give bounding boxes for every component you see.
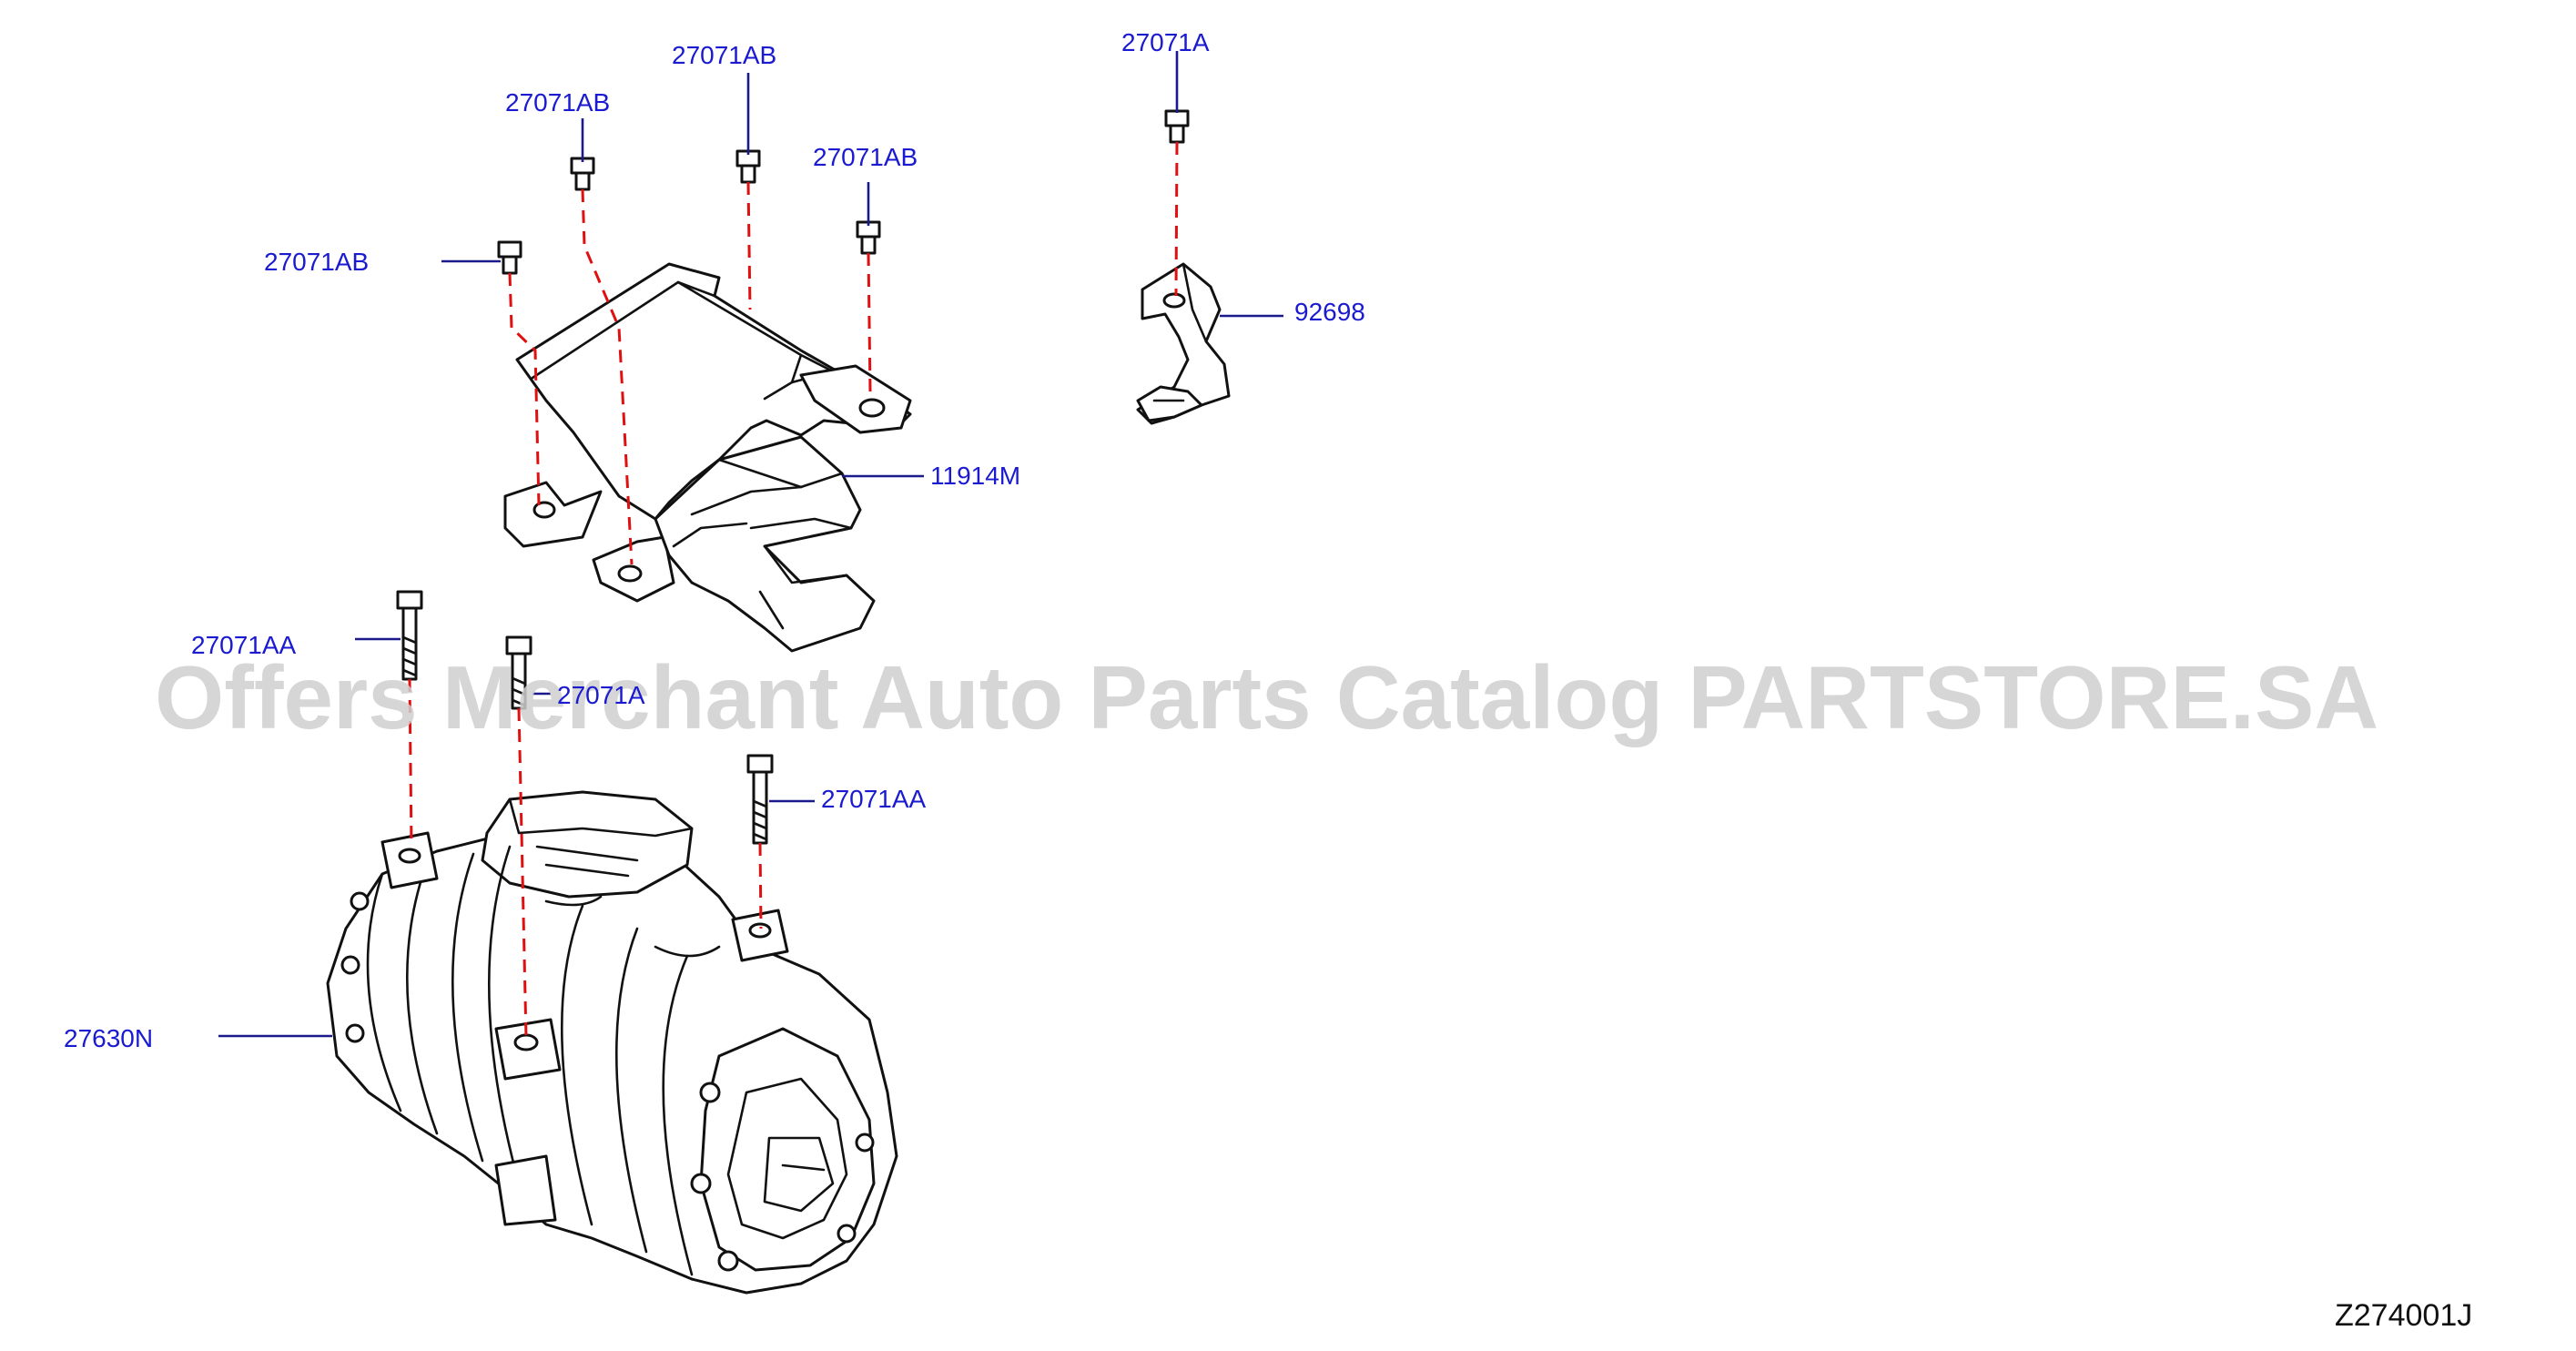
callout-27071ab-d[interactable]: 27071AB	[264, 248, 369, 276]
callout-27071ab-a[interactable]: 27071AB	[505, 88, 610, 117]
callout-27071ab-b[interactable]: 27071AB	[672, 41, 776, 69]
heat-shield-11914m[interactable]	[503, 262, 912, 653]
bolt-27071a-mid[interactable]	[505, 635, 532, 710]
leader-lines	[218, 51, 1283, 1038]
callout-27071a-mid[interactable]: 27071A	[557, 681, 645, 709]
callout-27630n[interactable]: 27630N	[64, 1024, 153, 1052]
install-lines	[408, 141, 1179, 1039]
callout-27071aa-right[interactable]: 27071AA	[821, 785, 927, 813]
watermark-text: Offers Merchant Auto Parts Catalog PARTS…	[155, 647, 2378, 747]
bolt-27071ab-b[interactable]	[570, 157, 595, 191]
bolt-27071ab-a[interactable]	[497, 240, 522, 275]
compressor-27630n[interactable]	[326, 790, 898, 1295]
bolt-27071ab-d[interactable]	[856, 220, 881, 255]
bolts	[396, 109, 1190, 845]
bolt-27071aa-right[interactable]	[746, 754, 774, 845]
diagram-code: Z274001J	[2335, 1298, 2472, 1333]
bolt-27071ab-c[interactable]	[735, 149, 761, 184]
callout-27071a-top[interactable]: 27071A	[1121, 28, 1210, 56]
bolt-27071aa-left[interactable]	[396, 590, 423, 681]
bolt-27071a-top[interactable]	[1164, 109, 1190, 144]
bracket-92698[interactable]	[1136, 262, 1231, 425]
callout-labels: 27071AB 27071AB 27071AB 27071AB 27071A 9…	[64, 28, 1365, 1052]
callout-27071ab-c[interactable]: 27071AB	[813, 143, 918, 171]
callout-27071aa-left[interactable]: 27071AA	[191, 631, 297, 659]
callout-92698[interactable]: 92698	[1294, 298, 1365, 326]
callout-11914m[interactable]: 11914M	[930, 462, 1020, 490]
